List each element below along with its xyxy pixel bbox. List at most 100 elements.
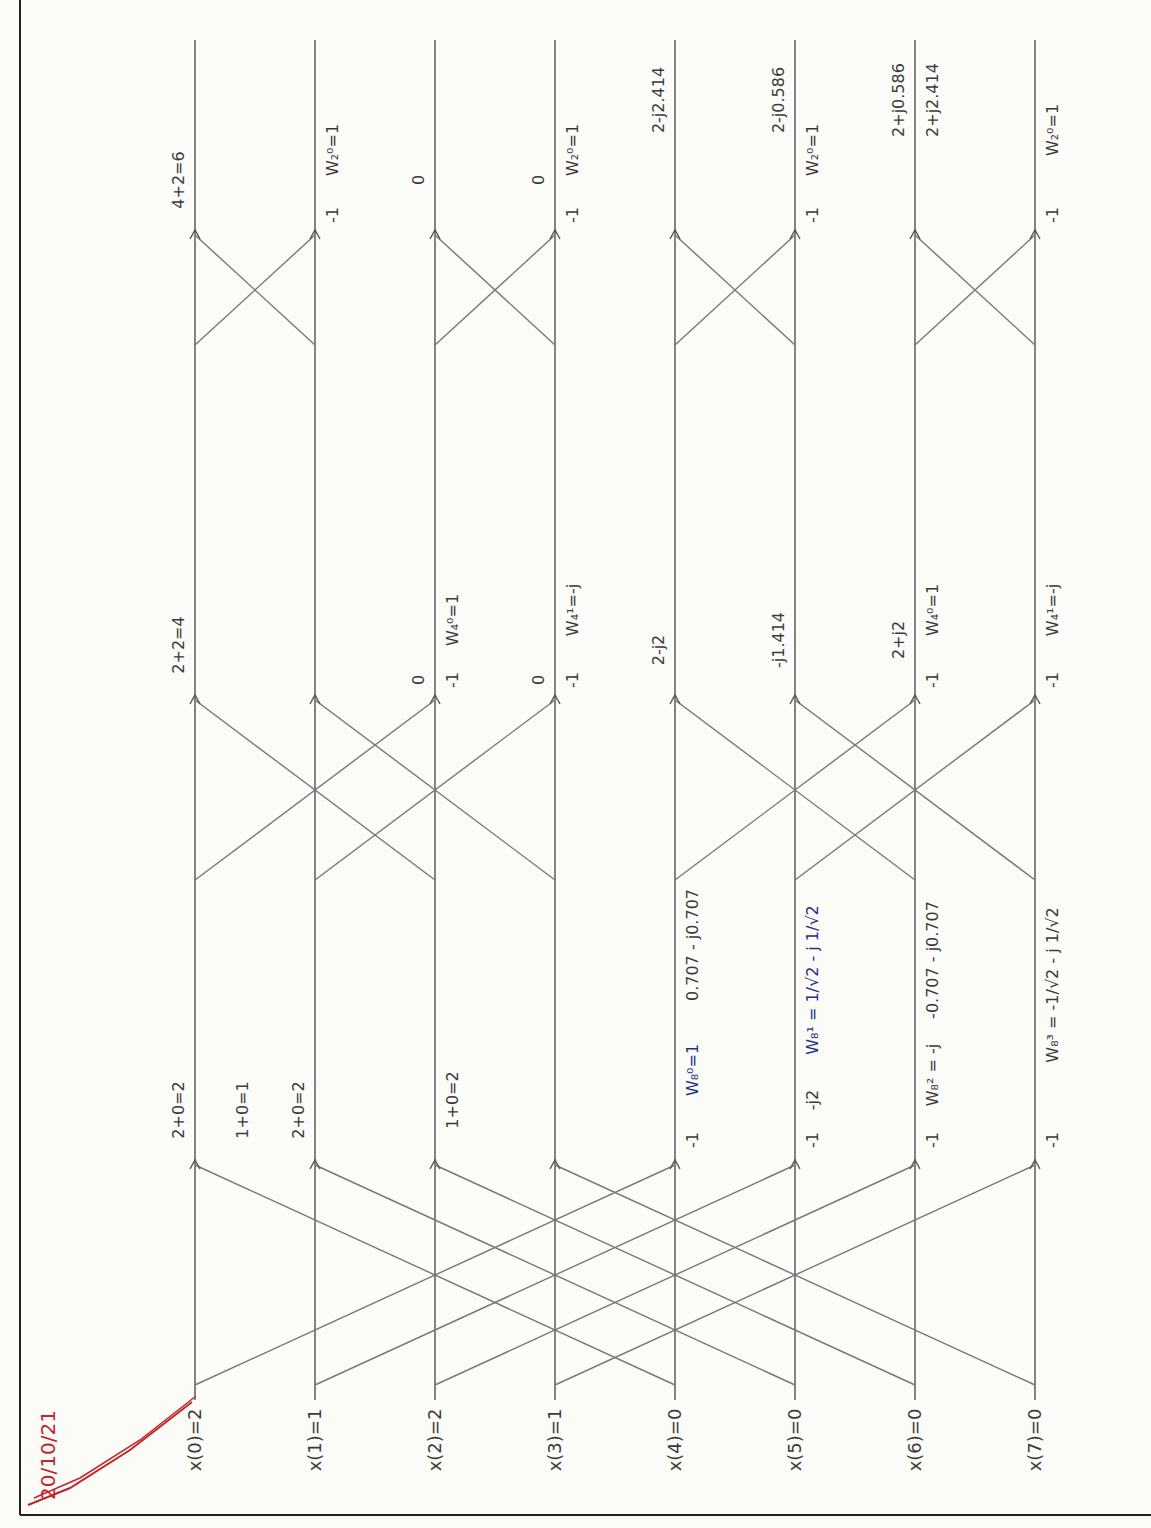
twiddle-factor: W₄¹=-j <box>1044 584 1062 636</box>
butterfly-branch <box>555 1165 1035 1385</box>
butterfly-branch <box>435 1165 915 1385</box>
twiddle-factor: W₈¹ = 1/√2 - j 1/√2 <box>804 905 822 1055</box>
input-label: x(4)=0 <box>665 1409 685 1472</box>
multiplier: -1 <box>804 1132 822 1148</box>
output-value: 0 <box>530 175 548 185</box>
flow-arrow <box>190 1160 200 1169</box>
butterfly-branch <box>795 700 1035 880</box>
check-mark <box>28 1402 192 1505</box>
flow-arrow <box>550 1160 560 1169</box>
multiplier: -1 <box>684 1132 702 1148</box>
flow-arrow <box>550 230 560 239</box>
stage-value: -j1.414 <box>770 612 788 668</box>
signal-line <box>1034 40 1036 1400</box>
butterfly-branch <box>195 235 315 345</box>
stage-value: 1+0=1 <box>234 1081 252 1138</box>
flow-arrow <box>310 230 320 239</box>
output-value: 2-j2.414 <box>650 67 668 133</box>
multiplier: -1 <box>924 672 942 688</box>
butterfly-branch <box>315 700 555 880</box>
flow-arrow <box>790 1160 800 1169</box>
stage-value: -j2 <box>804 1090 822 1110</box>
twiddle-factor: W₄⁰=1 <box>444 594 462 646</box>
flow-arrow <box>670 695 680 704</box>
twiddle-factor: W₄¹=-j <box>564 584 582 636</box>
flow-arrow <box>550 695 560 704</box>
flow-arrow <box>310 695 320 704</box>
flow-arrow <box>910 230 920 239</box>
stage-value: 2+0=2 <box>170 1081 188 1138</box>
stage-value: 2-j2 <box>650 635 668 666</box>
output-value: 0 <box>410 175 428 185</box>
flow-arrow <box>430 230 440 239</box>
butterfly-branch <box>195 235 315 345</box>
input-label: x(2)=2 <box>425 1409 445 1472</box>
signal-line <box>794 40 796 1400</box>
multiplier: -1 <box>1044 1132 1062 1148</box>
twiddle-factor: W₈⁰=1 <box>684 1044 702 1096</box>
signal-line <box>434 40 436 1400</box>
stage-value: 2+2=4 <box>170 616 188 673</box>
input-label: x(6)=0 <box>905 1409 925 1472</box>
flow-arrow <box>430 695 440 704</box>
input-label: x(3)=1 <box>545 1409 565 1472</box>
multiplier: -1 <box>564 207 582 223</box>
butterfly-branch <box>675 235 795 345</box>
twiddle-factor: W₈³ = -1/√2 - j 1/√2 <box>1044 907 1062 1062</box>
butterfly-branch <box>195 1165 675 1385</box>
butterfly-branch <box>675 700 915 880</box>
butterfly-branch <box>675 700 915 880</box>
flow-arrow <box>790 230 800 239</box>
flow-arrow <box>190 695 200 704</box>
signal-line <box>554 40 556 1400</box>
input-label: x(7)=0 <box>1025 1409 1045 1472</box>
signal-line <box>914 40 916 1400</box>
flow-arrow <box>670 1160 680 1169</box>
stage-value: 2+0=2 <box>290 1081 308 1138</box>
multiplier: -1 <box>804 207 822 223</box>
signal-line <box>674 40 676 1400</box>
flow-arrow <box>430 1160 440 1169</box>
output-value: 4+2=6 <box>170 151 188 208</box>
signal-line <box>194 40 196 1400</box>
stage-value: 0 <box>530 675 548 685</box>
stage-value: 0 <box>410 675 428 685</box>
input-label: x(5)=0 <box>785 1409 805 1472</box>
date-note: 20/10/21 <box>37 1410 59 1500</box>
twiddle-factor: W₂⁰=1 <box>324 124 342 176</box>
output-value: 2+j2.414 <box>924 63 942 137</box>
butterfly-branch <box>195 1165 675 1385</box>
butterfly-branch <box>435 1165 915 1385</box>
stage-value: 0.707 - j0.707 <box>684 889 702 1001</box>
flow-arrow <box>1030 1160 1040 1169</box>
butterfly-branch <box>675 235 795 345</box>
multiplier: -1 <box>1044 672 1062 688</box>
twiddle-factor: W₂⁰=1 <box>804 124 822 176</box>
multiplier: -1 <box>924 1132 942 1148</box>
butterfly-branch <box>435 235 555 345</box>
butterfly-branch <box>915 235 1035 345</box>
signal-line <box>314 40 316 1400</box>
page-border <box>20 1514 1151 1516</box>
butterfly-branch <box>555 1165 1035 1385</box>
butterfly-branch <box>315 700 555 880</box>
output-value: 2-j0.586 <box>770 67 788 133</box>
input-label: x(0)=2 <box>185 1409 205 1472</box>
flow-arrow <box>910 695 920 704</box>
butterfly-branch <box>195 700 435 880</box>
flow-arrow <box>910 1160 920 1169</box>
multiplier: -1 <box>324 207 342 223</box>
butterfly-branch <box>795 700 1035 880</box>
flow-arrow <box>1030 695 1040 704</box>
input-label: x(1)=1 <box>305 1409 325 1472</box>
twiddle-factor: W₄⁰=1 <box>924 584 942 636</box>
multiplier: -1 <box>564 672 582 688</box>
flow-arrow <box>790 695 800 704</box>
butterfly-branch <box>195 700 435 880</box>
flow-arrow <box>670 230 680 239</box>
multiplier: -1 <box>444 672 462 688</box>
flow-arrow <box>190 230 200 239</box>
butterfly-branch <box>915 235 1035 345</box>
butterfly-branch <box>315 1165 795 1385</box>
